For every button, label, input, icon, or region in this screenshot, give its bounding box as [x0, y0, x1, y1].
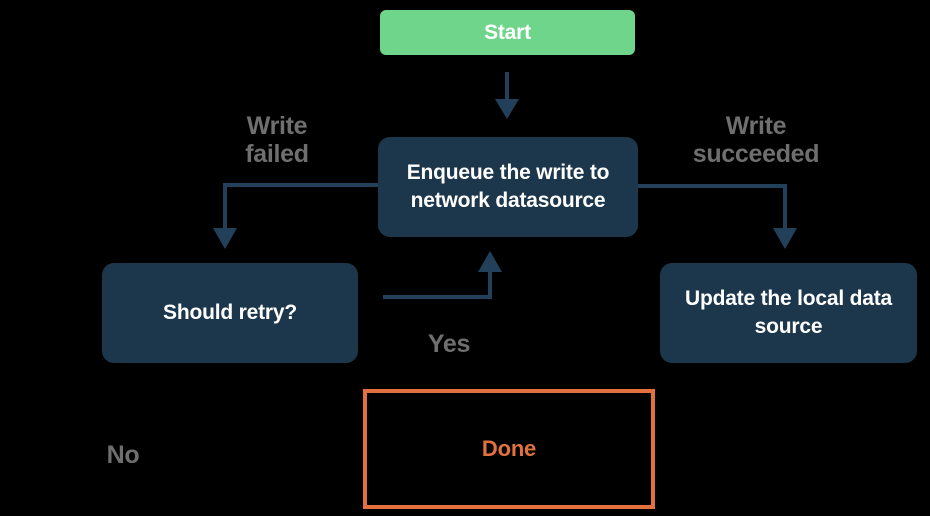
node-enqueue-write-label: Enqueue the write to network datasource	[406, 161, 610, 212]
edge-label-no: No	[106, 441, 140, 469]
node-enqueue-write: Enqueue the write to network datasource	[378, 137, 638, 237]
node-should-retry-label: Should retry?	[163, 301, 297, 324]
node-done-label: Done	[481, 436, 537, 461]
edge-label-yes: Yes	[427, 330, 471, 358]
node-start-label: Start	[484, 20, 531, 44]
arrow-start-to-enqueue	[495, 72, 519, 119]
node-done: Done	[363, 389, 655, 509]
node-update-local-source-label: Update the local data source	[684, 287, 892, 338]
node-start: Start	[380, 10, 635, 55]
edge-label-write-failed: Write failed	[245, 112, 309, 168]
node-update-local-source: Update the local data source	[660, 263, 917, 363]
arrow-should-retry-to-enqueue-yes	[383, 251, 502, 299]
arrow-enqueue-to-should-retry	[213, 183, 378, 249]
edge-label-write-succeeded: Write succeeded	[692, 112, 820, 168]
node-should-retry: Should retry?	[102, 263, 358, 363]
arrow-enqueue-to-update-local	[637, 184, 797, 249]
